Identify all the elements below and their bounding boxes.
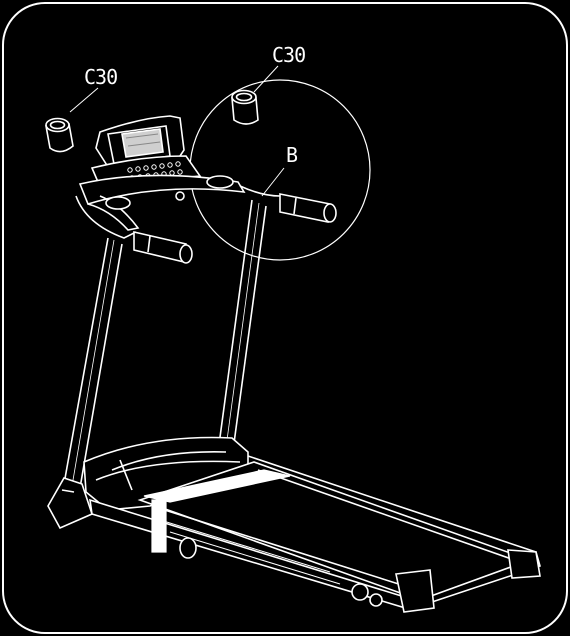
leader-c30-right: [253, 65, 279, 93]
handlebar-left: [133, 230, 193, 264]
console: [75, 115, 281, 239]
packing-strap: [143, 469, 291, 553]
leader-b: [261, 167, 285, 197]
running-deck: [47, 455, 541, 613]
console-screen: [121, 128, 164, 158]
motor-hood: [83, 436, 249, 511]
upright-left: [63, 237, 123, 489]
leader-c30-left: [69, 87, 99, 113]
upright-right: [217, 199, 267, 459]
c30-end-cap-left: [45, 117, 74, 153]
c30-end-cap-right: [231, 89, 259, 125]
label-c30-left: C30: [84, 65, 117, 89]
handlebar-right: [279, 193, 337, 223]
detail-circle-b: [189, 79, 371, 261]
label-b: B: [286, 143, 298, 167]
label-c30-right: C30: [272, 43, 305, 67]
